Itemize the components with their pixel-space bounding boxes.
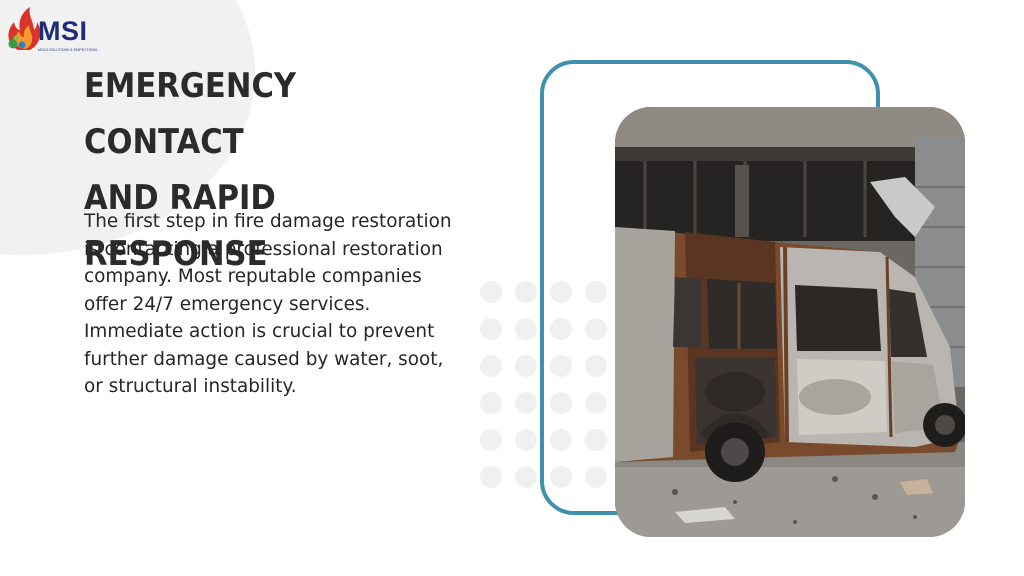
burned-van-photo (615, 107, 965, 537)
body-paragraph: The first step in fire damage restoratio… (84, 211, 452, 397)
dot (550, 355, 572, 377)
slide-title: Emergency Contact and Rapid Response (84, 58, 462, 282)
dot (550, 318, 572, 340)
dot (550, 392, 572, 414)
dot (515, 355, 537, 377)
dot (515, 429, 537, 451)
burned-van-illustration (615, 107, 965, 537)
dot (480, 318, 502, 340)
dot (550, 281, 572, 303)
dot (515, 466, 537, 488)
dot (585, 355, 607, 377)
dot (515, 392, 537, 414)
dot (480, 466, 502, 488)
dot (480, 355, 502, 377)
flame-icon (8, 7, 41, 50)
dot (585, 429, 607, 451)
logo-text: MSI (38, 16, 88, 46)
title-line-1: Emergency Contact (84, 66, 297, 162)
dot (585, 318, 607, 340)
logo-tagline: MOLD SOLUTIONS & INSPECTIONS (38, 48, 98, 52)
dot (480, 392, 502, 414)
dot (585, 281, 607, 303)
dot (515, 318, 537, 340)
title-line-2: and Rapid Response (84, 178, 276, 274)
dot (515, 281, 537, 303)
dot (585, 466, 607, 488)
dot (585, 392, 607, 414)
dot (480, 281, 502, 303)
dot (480, 429, 502, 451)
company-logo: MSI MOLD SOLUTIONS & INSPECTIONS (4, 4, 98, 56)
dot (550, 429, 572, 451)
